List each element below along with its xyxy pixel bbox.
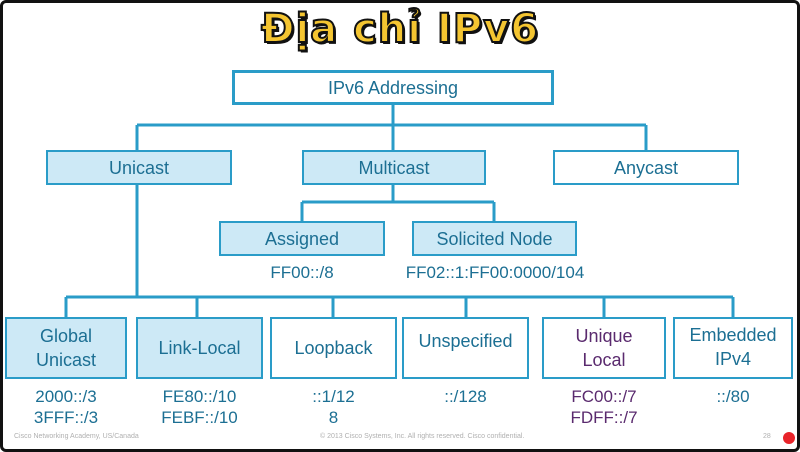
global-unicast-address: 2000::/3 3FFF::/3 [33, 387, 99, 427]
solicited-address: FF02::1:FF00:0000/104 [405, 263, 585, 282]
global-unicast-node: Global Unicast [5, 317, 127, 379]
footer-left: Cisco Networking Academy, US/Canada [14, 433, 139, 440]
assigned-node: Assigned [219, 221, 385, 256]
unspecified-label: Unspecified [418, 331, 513, 351]
assigned-address: FF00::/8 [270, 263, 334, 282]
unspecified-node: Unspecified [402, 317, 529, 379]
loopback-node: Loopback [270, 317, 397, 379]
footer-page-number: 28 [763, 433, 771, 440]
root-node: IPv6 Addressing [232, 70, 554, 105]
root-node-label: IPv6 Addressing [327, 77, 459, 98]
global-unicast-label: Global Unicast [35, 326, 97, 370]
unique-local-address: FC00::/7 FDFF::/7 [570, 387, 638, 427]
embedded-ipv4-label: Embedded IPv4 [689, 325, 777, 369]
multicast-label: Multicast [358, 157, 430, 178]
unspecified-address: ::/128 [444, 387, 487, 406]
embedded-ipv4-address: ::/80 [716, 387, 750, 406]
unicast-node: Unicast [46, 150, 232, 185]
anycast-label: Anycast [613, 157, 679, 178]
link-local-label: Link-Local [158, 338, 241, 358]
page-title: Địa chỉ IPv6 [260, 5, 540, 53]
unique-local-node: Unique Local [542, 317, 666, 379]
assigned-label: Assigned [264, 228, 340, 249]
record-dot-icon [783, 432, 795, 444]
anycast-node: Anycast [553, 150, 739, 185]
link-local-node: Link-Local [136, 317, 263, 379]
unique-local-label: Unique Local [575, 326, 633, 370]
multicast-node: Multicast [302, 150, 486, 185]
solicited-label: Solicited Node [436, 228, 553, 249]
solicited-node: Solicited Node [412, 221, 577, 256]
embedded-ipv4-node: Embedded IPv4 [673, 317, 793, 379]
link-local-address: FE80::/10 FEBF::/10 [161, 387, 238, 427]
loopback-address: ::1/12 8 [312, 387, 355, 427]
loopback-label: Loopback [294, 338, 373, 358]
footer-center: © 2013 Cisco Systems, Inc. All rights re… [320, 433, 525, 440]
unicast-label: Unicast [108, 157, 170, 178]
